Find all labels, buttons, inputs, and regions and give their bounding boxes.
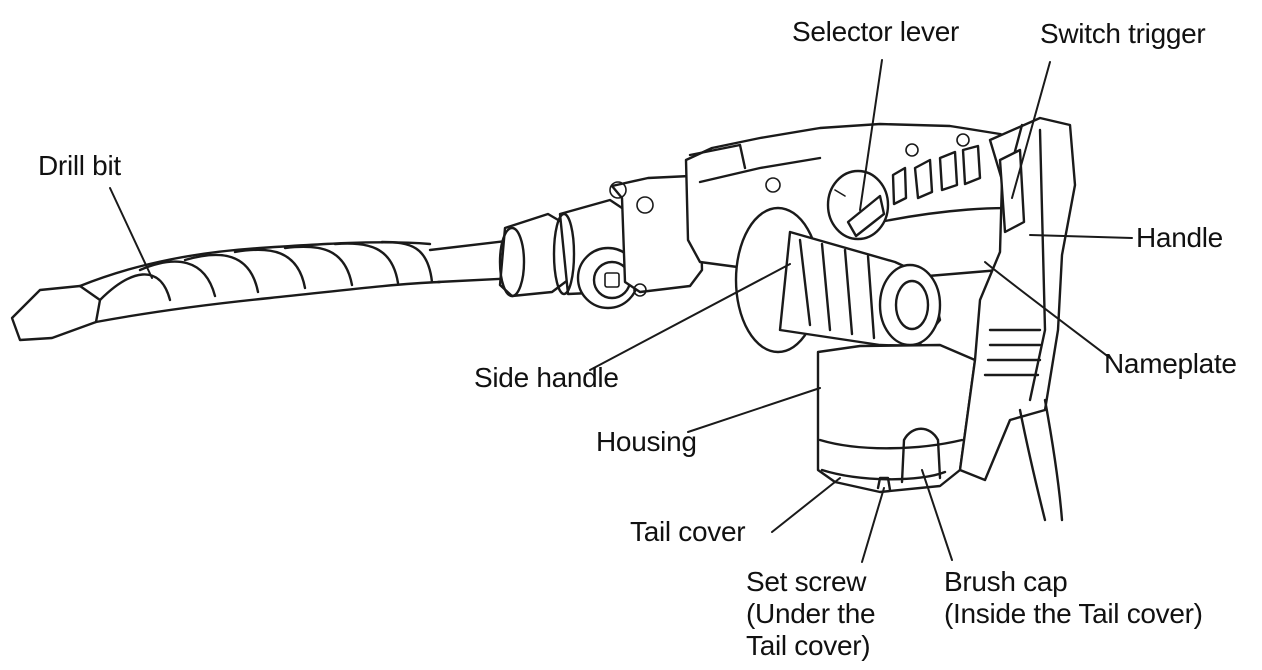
label-set-screw: Set screw (Under the Tail cover) xyxy=(746,566,876,662)
label-selector-lever: Selector lever xyxy=(792,16,959,47)
label-side-handle: Side handle xyxy=(474,362,619,393)
label-set-screw-line-1: Set screw xyxy=(746,566,867,597)
leader-tail-cover xyxy=(771,477,841,533)
rear-handle-drawing xyxy=(958,116,1077,522)
leader-nameplate xyxy=(984,261,1111,359)
label-handle: Handle xyxy=(1136,222,1223,253)
leader-drill-bit xyxy=(109,187,153,279)
label-set-screw-line-3: Tail cover) xyxy=(746,630,871,661)
leader-switch-trigger xyxy=(1011,61,1051,199)
leader-brush-cap xyxy=(921,469,953,561)
leader-housing xyxy=(687,387,821,433)
label-housing: Housing xyxy=(596,426,697,457)
leader-selector-lever xyxy=(859,59,883,211)
housing-drawing xyxy=(816,343,977,494)
label-set-screw-line-2: (Under the xyxy=(746,598,876,629)
selector-lever-drawing xyxy=(826,169,890,241)
label-tail-cover: Tail cover xyxy=(630,516,746,547)
side-handle-drawing xyxy=(734,206,942,354)
leader-lines xyxy=(109,59,1133,563)
chuck-drawing xyxy=(498,174,704,310)
leader-side-handle xyxy=(589,263,791,371)
label-switch-trigger: Switch trigger xyxy=(1040,18,1206,49)
label-nameplate: Nameplate xyxy=(1104,348,1237,379)
label-brush-cap-line-1: Brush cap xyxy=(944,566,1068,597)
label-brush-cap: Brush cap (Inside the Tail cover) xyxy=(944,566,1203,630)
leader-set-screw xyxy=(861,487,885,563)
label-brush-cap-line-2: (Inside the Tail cover) xyxy=(944,598,1203,629)
drill-bit-drawing xyxy=(10,238,520,342)
label-drill-bit: Drill bit xyxy=(38,150,121,181)
leader-handle xyxy=(1029,234,1133,239)
